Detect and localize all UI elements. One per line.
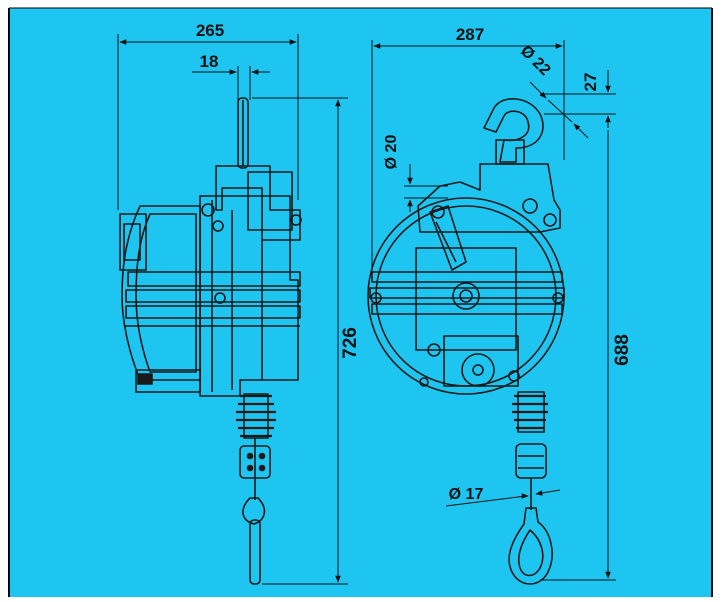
front-lock-arm: [429, 205, 467, 271]
side-spring: [236, 393, 276, 439]
side-bottom-hook: [242, 497, 266, 525]
front-hub-inner: [459, 289, 473, 303]
front-spring: [512, 391, 548, 433]
side-stopper-dot-3: [246, 464, 254, 472]
side-bottom-tab: [137, 373, 153, 385]
front-top-housing: [417, 163, 561, 233]
eye-diameter-label: Ø 20: [383, 135, 400, 170]
front-top-hook: [483, 98, 544, 163]
front-width-label: 287: [456, 25, 484, 44]
side-bracket-inner: [247, 171, 293, 231]
cable-diameter-label: Ø 17: [449, 486, 484, 503]
side-band-mid: [125, 289, 301, 303]
side-dimensions: [117, 34, 348, 585]
front-bottom-hook: [508, 507, 553, 585]
side-bottom-block: [135, 369, 201, 393]
side-cover-detail: [123, 223, 141, 261]
front-hub-outer: [452, 282, 480, 310]
side-hook-shank: [249, 519, 261, 585]
side-height-label: 726: [340, 327, 361, 359]
side-stopper-dot-1: [246, 452, 254, 460]
front-hook-inner: [517, 529, 544, 577]
front-height-label: 688: [612, 334, 633, 366]
side-band-top: [127, 271, 301, 287]
side-main-body: [199, 195, 299, 397]
front-bolt-bottom-left: [427, 343, 441, 357]
hook-top-label: 27: [581, 73, 600, 92]
side-bolt-4: [290, 214, 302, 226]
front-bolt-right: [552, 292, 564, 304]
front-lower-wheel: [461, 353, 495, 387]
drawing-background: [8, 8, 712, 597]
side-width-label: 265: [196, 21, 224, 40]
front-bolt-left: [370, 292, 382, 304]
front-dimensions: [371, 40, 616, 581]
front-lock-arm-detail: [435, 221, 457, 263]
side-cover-plate: [119, 213, 147, 271]
front-top-bolt-2: [543, 213, 557, 227]
front-bolt-bottom: [508, 370, 520, 382]
side-bolt-3: [214, 292, 226, 304]
front-bolt-lower-left: [419, 377, 429, 387]
side-stopper-dot-4: [258, 464, 266, 472]
front-top-bolt-1: [522, 198, 538, 214]
hook-offset-label: 18: [200, 52, 219, 71]
side-stopper-dot-2: [258, 452, 266, 460]
front-band-1: [371, 271, 563, 283]
front-band-3: [371, 303, 563, 315]
side-band-low: [125, 305, 301, 319]
left-border: [0, 0, 8, 597]
side-view: [119, 97, 302, 585]
front-band-2: [369, 287, 565, 299]
side-bolt-2: [212, 220, 224, 232]
side-drum-inner: [135, 213, 197, 373]
front-drum-face: [415, 247, 517, 351]
front-lower-wheel-hub: [472, 364, 484, 376]
front-view: [367, 98, 565, 585]
side-bolt-1: [201, 203, 215, 217]
